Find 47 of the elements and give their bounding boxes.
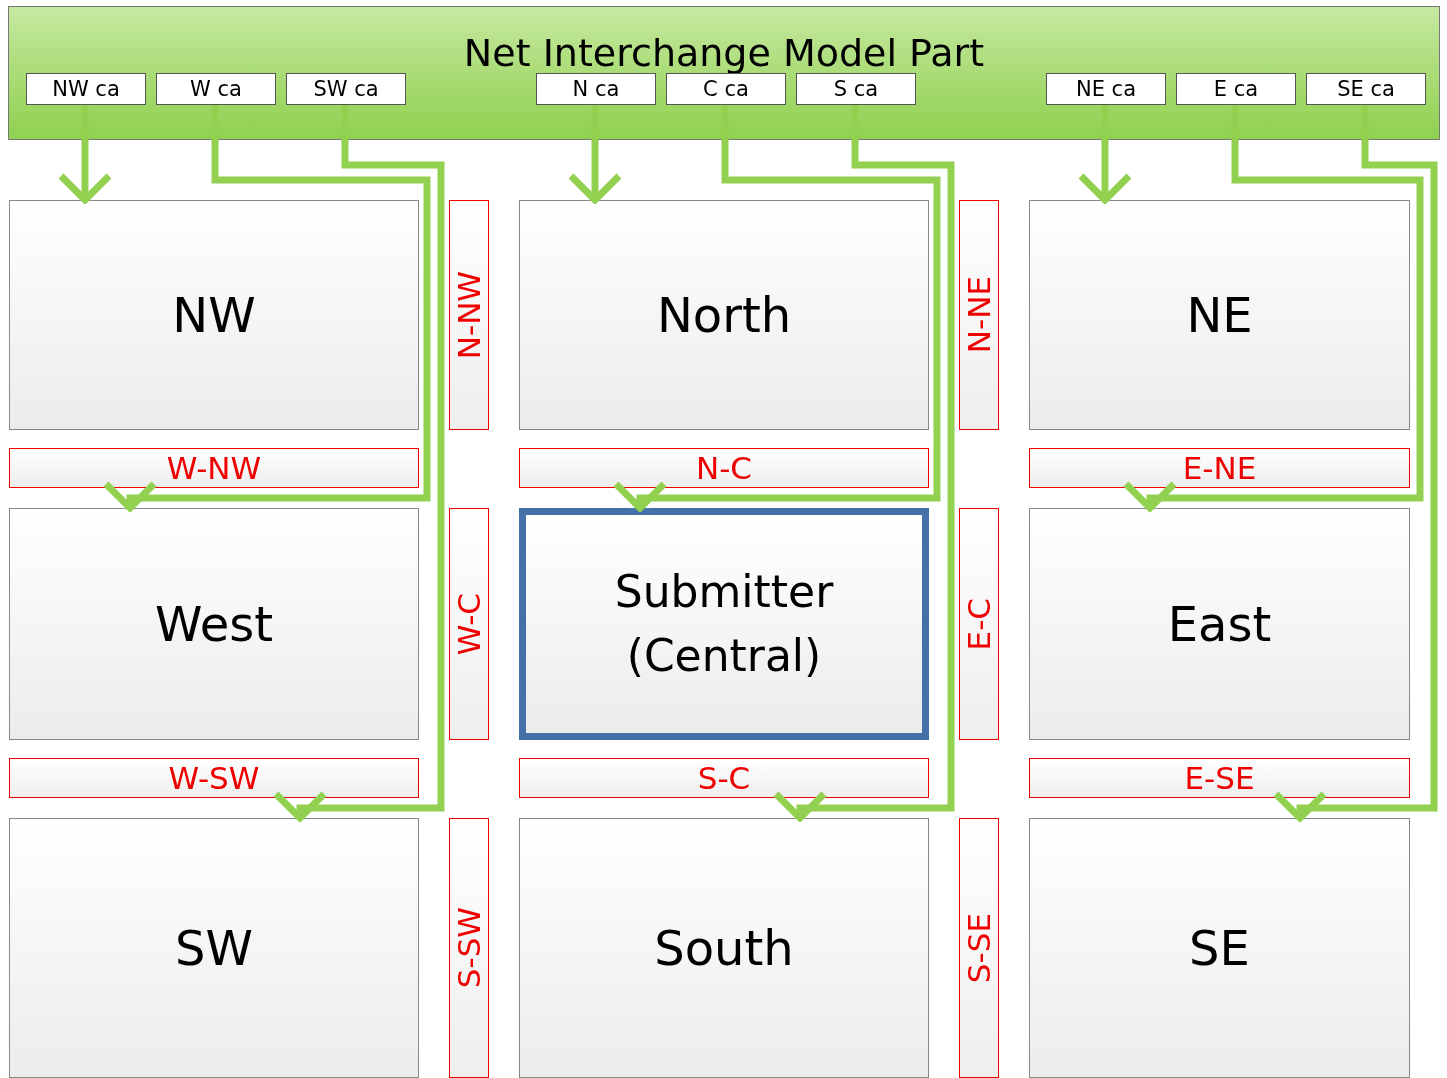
interface-box: E-SE xyxy=(1029,758,1410,798)
arrow xyxy=(102,105,431,512)
interface-box xyxy=(959,818,999,1078)
interface-box xyxy=(959,508,999,740)
interface-box: W-NW xyxy=(9,448,419,488)
area-box: SW ca xyxy=(286,73,406,105)
interface-label: S-SE xyxy=(961,912,997,984)
area-box: C ca xyxy=(666,73,786,105)
area-box: S ca xyxy=(796,73,916,105)
interface-box: W-SW xyxy=(9,758,419,798)
area-box: SE ca xyxy=(1306,73,1426,105)
interface-label: W-C xyxy=(451,592,487,656)
arrow xyxy=(612,105,941,512)
interface-box xyxy=(449,508,489,740)
area-box: W ca xyxy=(156,73,276,105)
region-panel: West xyxy=(9,508,419,740)
interface-label: N-NW xyxy=(451,270,487,360)
arrow xyxy=(567,105,623,204)
region-panel: NE xyxy=(1029,200,1410,430)
arrow xyxy=(1272,105,1438,822)
interface-box: N-C xyxy=(519,448,929,488)
arrow xyxy=(1122,105,1424,512)
arrow xyxy=(1077,105,1133,204)
interface-label: N-NE xyxy=(961,276,997,354)
region-panel: South xyxy=(519,818,929,1078)
region-panel: NW xyxy=(9,200,419,430)
interface-box xyxy=(959,200,999,430)
area-box: NE ca xyxy=(1046,73,1166,105)
submitter-panel: Submitter (Central) xyxy=(519,508,929,740)
interface-label: S-SW xyxy=(451,907,487,989)
interface-box xyxy=(449,818,489,1078)
area-box: NW ca xyxy=(26,73,146,105)
arrow xyxy=(772,105,955,822)
interface-label: E-C xyxy=(961,597,997,651)
arrow xyxy=(57,105,113,204)
area-box: E ca xyxy=(1176,73,1296,105)
arrow xyxy=(272,105,445,822)
title-text: Net Interchange Model Part xyxy=(462,31,986,75)
region-panel: SW xyxy=(9,818,419,1078)
area-box: N ca xyxy=(536,73,656,105)
region-panel: North xyxy=(519,200,929,430)
interface-box: E-NE xyxy=(1029,448,1410,488)
interface-box xyxy=(449,200,489,430)
region-panel: SE xyxy=(1029,818,1410,1078)
region-panel: East xyxy=(1029,508,1410,740)
header-band xyxy=(8,6,1440,140)
interface-box: S-C xyxy=(519,758,929,798)
